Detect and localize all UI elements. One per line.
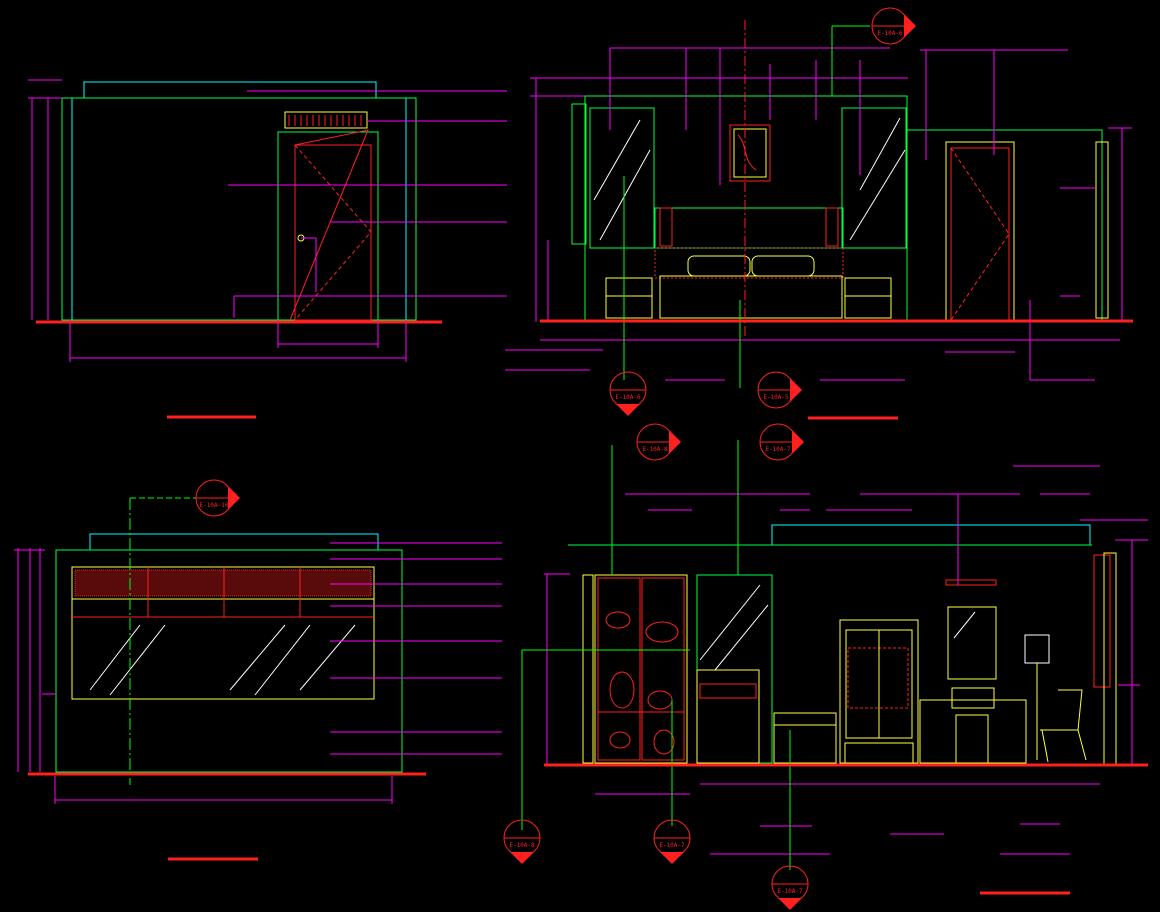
air-grille xyxy=(284,111,368,129)
section-tag-label: E-10A-5 xyxy=(763,394,789,401)
wardrobe xyxy=(594,574,688,764)
section-tag-label: E-10A-6 xyxy=(877,30,903,37)
section-tag: E-10A-7 xyxy=(759,423,804,461)
door-frame xyxy=(945,141,1015,321)
ceiling-band xyxy=(83,81,377,99)
wall-outline xyxy=(61,97,417,321)
desk xyxy=(919,699,1027,764)
elevation-door-wall xyxy=(28,79,507,419)
section-tag-label: E-10A-10 xyxy=(200,502,229,509)
door-frame xyxy=(277,131,379,321)
section-tag: E-10A-8 xyxy=(636,423,681,461)
nightstand-left xyxy=(605,277,653,319)
section-tag-label: E-10A-8 xyxy=(642,446,668,453)
section-tag: E-10A-5 xyxy=(757,371,802,409)
section-tag-label: E-10A-8 xyxy=(509,842,535,849)
luggage-rack xyxy=(773,712,837,764)
section-tag-label: E-10A-6 xyxy=(615,394,641,401)
bed xyxy=(659,275,843,319)
minibar-cabinet xyxy=(696,669,760,764)
artwork xyxy=(729,124,771,182)
elevation-window-wall xyxy=(14,497,502,861)
section-tag: E-10A-6 xyxy=(609,371,647,416)
chair xyxy=(1040,689,1087,763)
section-tag: E-10A-7 xyxy=(771,865,809,910)
nightstand-right xyxy=(844,277,892,319)
section-tag: E-10A-7 xyxy=(653,819,691,864)
headboard-panel xyxy=(654,207,844,249)
elevation-wardrobe-wall xyxy=(521,440,1148,895)
section-tag-label: E-10A-7 xyxy=(659,842,685,849)
elevation-bed-wall xyxy=(505,20,1133,420)
mirror xyxy=(947,606,997,680)
floor-lamp xyxy=(1024,634,1050,664)
section-tag: E-10A-6 xyxy=(871,7,916,45)
window-glass xyxy=(71,598,375,700)
section-tag-label: E-10A-7 xyxy=(777,888,803,895)
door-leaf xyxy=(294,144,372,321)
section-tag-label: E-10A-7 xyxy=(765,446,791,453)
section-tag: E-10A-10 xyxy=(195,479,240,517)
